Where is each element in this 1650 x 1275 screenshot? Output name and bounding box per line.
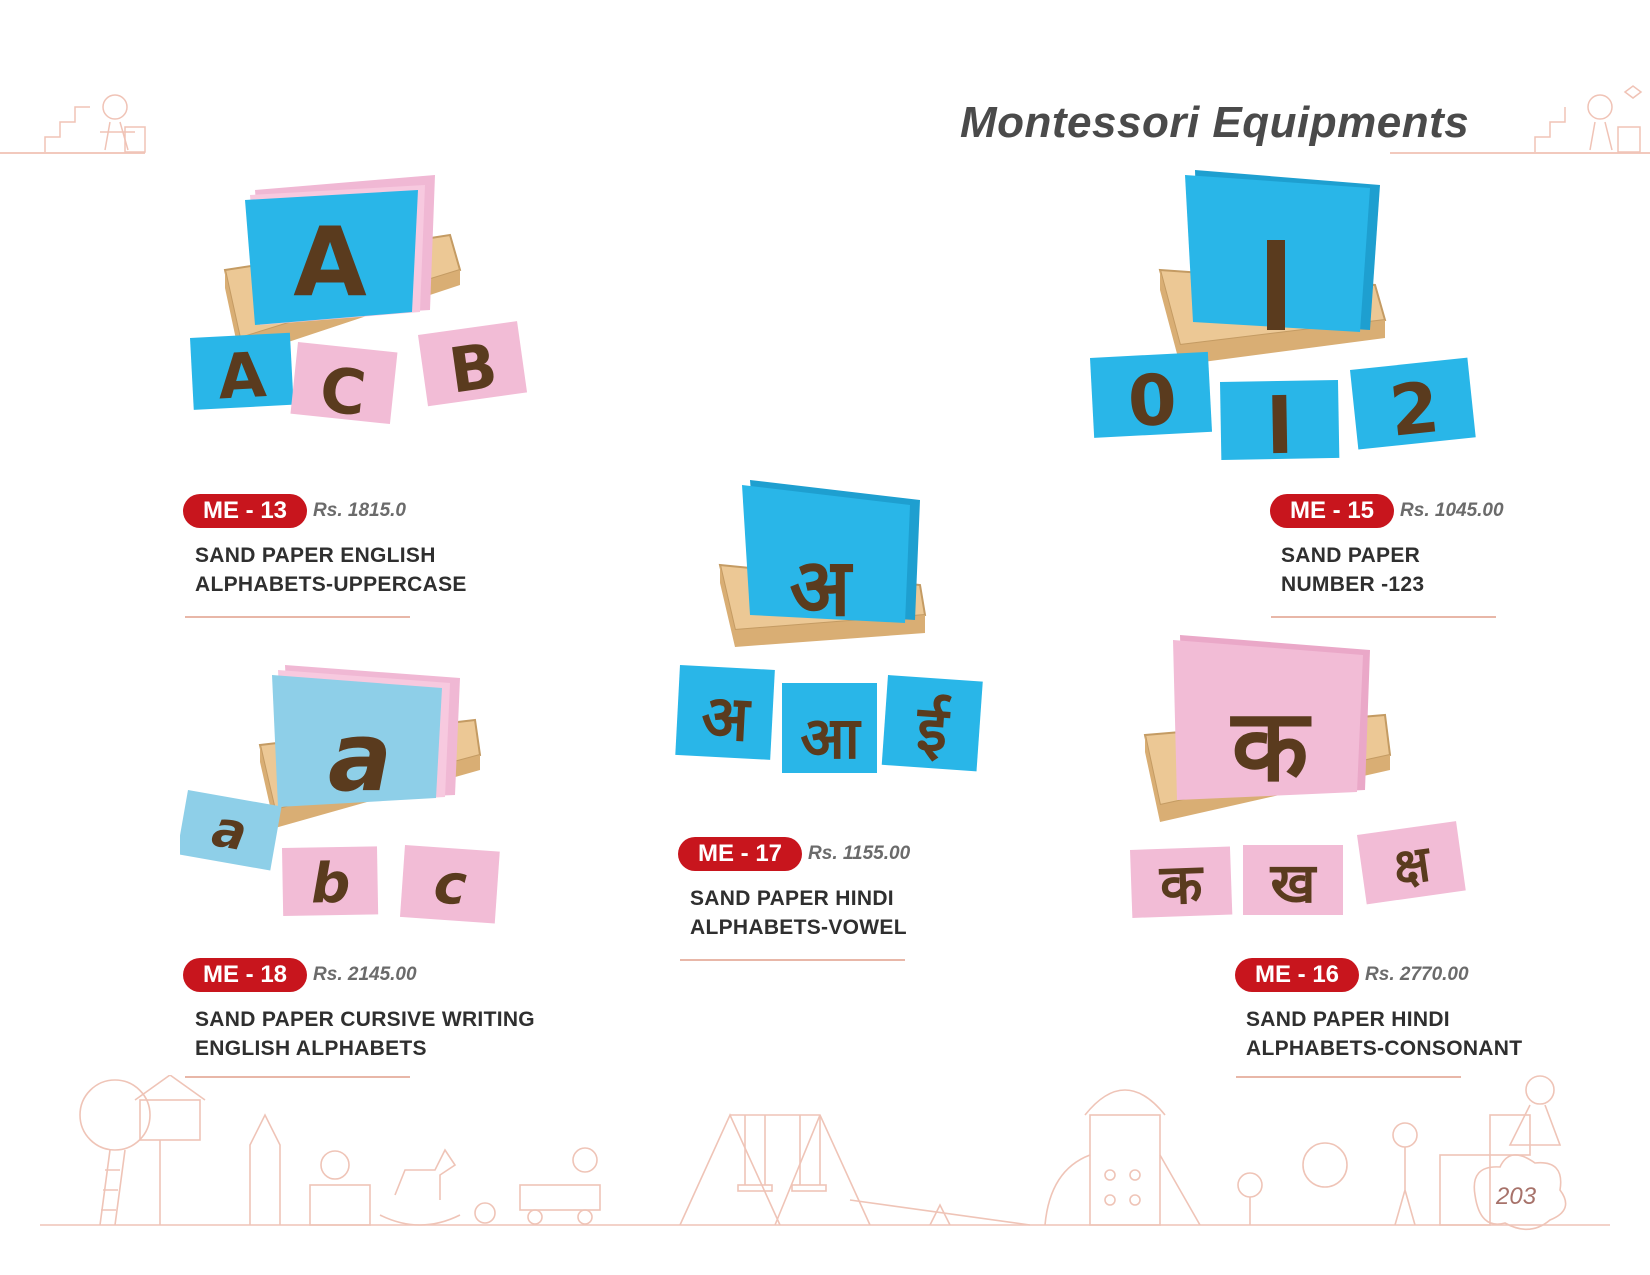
product-name-line2: NUMBER -123 [1281,573,1425,596]
playground-sketch-left-icon [44,94,146,153]
product-divider [185,616,410,618]
product-name: SAND PAPER NUMBER -123 [1281,541,1424,599]
product-name: SAND PAPER ENGLISH ALPHABETS-UPPERCASE [195,541,467,599]
sand-paper-hindi-vowel-image: अ अ आ ई [675,480,983,773]
svg-text:क: क [1158,851,1205,917]
product-name-line1: SAND PAPER HINDI [1246,1008,1450,1031]
product-name-line2: ALPHABETS-UPPERCASE [195,573,467,596]
product-divider [185,1076,410,1078]
page-title: Montessori Equipments [960,98,1470,147]
svg-text:B: B [445,329,502,408]
svg-text:आ: आ [800,704,862,772]
product-name-line1: SAND PAPER [1281,544,1421,567]
tree-icon [79,1079,151,1151]
product-name-line2: ENGLISH ALPHABETS [195,1037,427,1060]
product-name-line2: ALPHABETS-CONSONANT [1246,1037,1523,1060]
product-price: Rs. 2145.00 [313,964,417,985]
product-price: Rs. 1045.00 [1400,500,1504,521]
product-code-badge: ME - 18 [183,958,308,992]
product-code-badge: ME - 15 [1270,494,1395,528]
front-card-letter: क [1230,687,1312,804]
product-price: Rs. 1815.0 [313,500,406,521]
front-card-letter: a [328,703,392,813]
sand-paper-number-image: 0 2 [1090,170,1476,460]
product-price: Rs. 1155.00 [808,843,911,864]
svg-text:0: 0 [1126,359,1179,443]
playground-sketch-right-icon [1534,85,1643,153]
product-code-badge: ME - 13 [183,494,308,528]
svg-text:C: C [317,353,370,430]
front-card-letter: A [293,208,367,318]
sand-paper-hindi-consonant-image: क क ख क्ष [1130,635,1466,918]
svg-text:c: c [432,851,469,917]
svg-text:b: b [310,851,350,916]
product-name-line1: SAND PAPER CURSIVE WRITING [195,1008,535,1031]
header-decoration-left [0,152,145,154]
header-decoration-right [1390,152,1650,154]
product-name-line1: SAND PAPER ENGLISH [195,544,436,567]
product-name: SAND PAPER CURSIVE WRITING ENGLISH ALPHA… [195,1005,535,1063]
svg-text:अ: अ [700,680,754,756]
product-divider [1236,1076,1461,1078]
product-divider [680,959,905,961]
product-code-badge: ME - 17 [678,837,803,871]
sand-paper-cursive-image: a a b c [180,665,500,924]
page-number: 203 [1496,1183,1537,1210]
product-name: SAND PAPER HINDI ALPHABETS-CONSONANT [1246,1005,1522,1063]
svg-text:A: A [216,338,268,413]
svg-text:2: 2 [1386,366,1443,453]
product-name-line2: ALPHABETS-VOWEL [690,916,907,939]
product-price: Rs. 2770.00 [1365,964,1469,985]
product-code-badge: ME - 16 [1235,958,1360,992]
playground-footer-illustration [40,1075,1610,1231]
product-divider [1271,616,1496,618]
product-name: SAND PAPER HINDI ALPHABETS-VOWEL [690,884,907,942]
front-card-letter: अ [789,541,853,634]
sand-paper-uppercase-image: A A C B [190,175,528,430]
svg-text:ख: ख [1270,851,1318,915]
product-name-line1: SAND PAPER HINDI [690,887,894,910]
